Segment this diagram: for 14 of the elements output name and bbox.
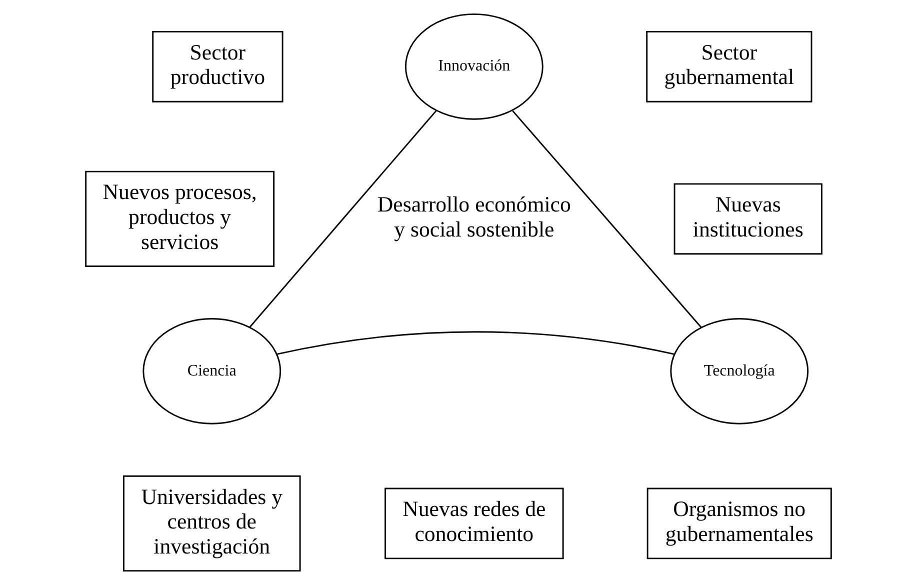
node-box: Organismos no gubernamentales [646,488,832,560]
node-box: Universidades y centros de investigación [122,475,300,572]
connector [512,110,702,328]
node-box: Sector gubernamental [646,30,812,102]
node-box: Sector productivo [152,30,283,102]
node-box: Nuevos procesos, productos y servicios [84,170,274,267]
label: Desarrollo económico y social sostenible [376,192,570,242]
connector [248,110,436,328]
node-box: Nuevas redes de conocimiento [384,488,564,560]
node-ellipse: Tecnología [670,318,808,424]
node-ellipse: Ciencia [142,318,281,424]
node-ellipse: Innovación [404,13,543,120]
node-box: Nuevas instituciones [673,183,822,255]
connector [276,331,674,355]
